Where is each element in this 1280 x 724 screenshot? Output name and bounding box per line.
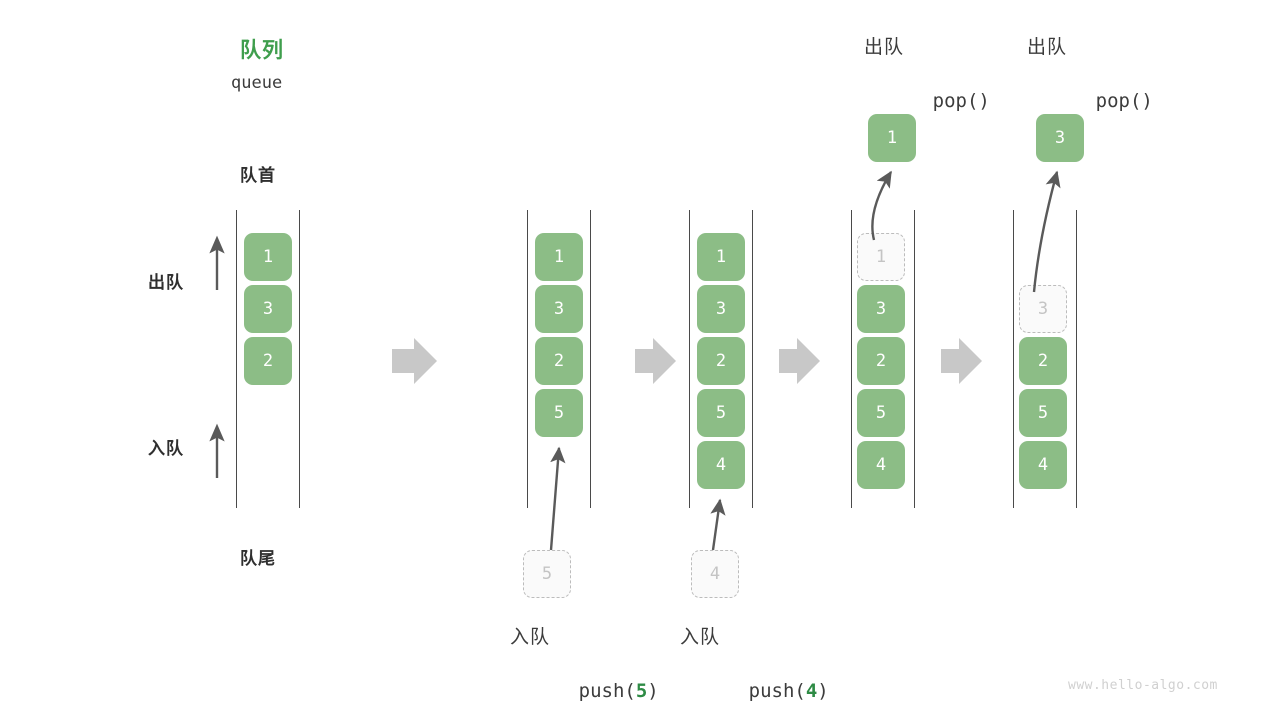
op-code-suffix: ) xyxy=(647,680,659,702)
queue-cell: 2 xyxy=(244,337,292,385)
queue-rail-right xyxy=(1076,210,1077,508)
queue-cell: 3 xyxy=(697,285,745,333)
stage-op-label-cn: 入队 xyxy=(680,627,721,648)
op-code-prefix: push( xyxy=(748,680,806,702)
queue-cell-ghost: 1 xyxy=(857,233,905,281)
op-code-suffix: ) xyxy=(817,680,829,702)
queue-cell: 4 xyxy=(857,441,905,489)
queue-rail-right xyxy=(299,210,300,508)
flow-arrow-icon xyxy=(392,338,437,384)
popped-cell: 3 xyxy=(1036,114,1084,162)
queue-rail-right xyxy=(914,210,915,508)
op-code-suffix: ) xyxy=(978,90,990,112)
queue-rail-right xyxy=(590,210,591,508)
queue-cell: 4 xyxy=(1019,441,1067,489)
queue-rail-left xyxy=(689,210,690,508)
op-code-number: 4 xyxy=(805,680,818,702)
incoming-ghost-cell: 4 xyxy=(691,550,739,598)
enqueue-direction-label: 入队 xyxy=(148,439,184,458)
stage-op-label-cn: 入队 xyxy=(510,627,551,648)
push-arrow-icon xyxy=(549,446,566,551)
op-code-prefix: pop( xyxy=(932,90,979,112)
queue-tail-label: 队尾 xyxy=(240,549,276,568)
watermark: www.hello-algo.com xyxy=(1068,678,1218,693)
queue-cell: 3 xyxy=(857,285,905,333)
queue-cell: 1 xyxy=(535,233,583,281)
queue-rail-left xyxy=(527,210,528,508)
queue-cell: 4 xyxy=(697,441,745,489)
queue-cell: 5 xyxy=(535,389,583,437)
pop-arrow-icon xyxy=(1032,170,1061,293)
queue-rail-left xyxy=(851,210,852,508)
diagram-title-en: queue xyxy=(231,73,283,93)
stage-op-label-code: pop() xyxy=(864,68,990,134)
flow-arrow-icon xyxy=(941,338,982,384)
queue-rail-right xyxy=(752,210,753,508)
queue-rail-left xyxy=(1013,210,1014,508)
stage-op-label-code: pop() xyxy=(1027,68,1153,134)
queue-cell: 5 xyxy=(697,389,745,437)
queue-cell: 3 xyxy=(244,285,292,333)
dequeue-direction-label: 出队 xyxy=(148,273,184,292)
flow-arrow-icon xyxy=(635,338,676,384)
queue-cell: 5 xyxy=(1019,389,1067,437)
queue-cell: 1 xyxy=(244,233,292,281)
queue-head-label: 队首 xyxy=(240,166,276,185)
diagram-title-cn: 队列 xyxy=(240,39,284,62)
stage-op-label-code: push(5) xyxy=(510,658,659,724)
stage-op-label-cn: 出队 xyxy=(1027,37,1068,58)
queue-cell-ghost: 3 xyxy=(1019,285,1067,333)
op-code-prefix: push( xyxy=(578,680,636,702)
stage-op-label-code: push(4) xyxy=(680,658,829,724)
incoming-ghost-cell: 5 xyxy=(523,550,571,598)
popped-cell: 1 xyxy=(868,114,916,162)
push-arrow-icon xyxy=(710,498,726,551)
op-code-number: 5 xyxy=(635,680,648,702)
queue-cell: 3 xyxy=(535,285,583,333)
flow-arrow-icon xyxy=(779,338,820,384)
pop-arrow-icon xyxy=(871,170,893,241)
op-code-suffix: ) xyxy=(1141,90,1153,112)
op-code-prefix: pop( xyxy=(1095,90,1142,112)
queue-cell: 2 xyxy=(535,337,583,385)
queue-cell: 1 xyxy=(697,233,745,281)
queue-cell: 2 xyxy=(857,337,905,385)
queue-cell: 2 xyxy=(697,337,745,385)
queue-cell: 5 xyxy=(857,389,905,437)
queue-rail-left xyxy=(236,210,237,508)
stage-op-label-cn: 出队 xyxy=(864,37,905,58)
queue-cell: 2 xyxy=(1019,337,1067,385)
